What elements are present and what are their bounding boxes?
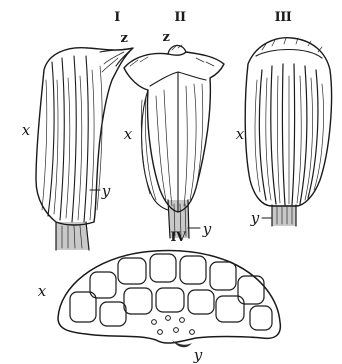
figure-ii: II z x y	[124, 10, 224, 238]
figure-i-label-x: x	[22, 121, 31, 139]
cell	[156, 288, 184, 312]
figure-iv: IV x	[38, 230, 281, 364]
cell	[124, 288, 152, 314]
figure-i-label-z: z	[121, 31, 128, 46]
figure-ii-drawing	[124, 45, 224, 238]
cell	[238, 276, 264, 304]
cell	[118, 258, 146, 284]
figure-iii-label-y: y	[250, 209, 260, 227]
figure-iii: III x y	[236, 10, 332, 227]
figure-ii-label-y: y	[202, 220, 212, 238]
cell	[250, 306, 272, 330]
figure-i-drawing	[36, 48, 133, 250]
cell	[188, 290, 214, 314]
figure-ii-numeral: II	[174, 10, 186, 25]
figure-iv-numeral: IV	[170, 230, 187, 245]
cell	[180, 256, 206, 284]
figure-iii-label-x: x	[236, 125, 245, 143]
figure-iii-drawing	[245, 38, 331, 226]
figure-i-numeral: I	[114, 10, 120, 25]
figure-iv-label-y: y	[193, 346, 203, 364]
figure-ii-label-x: x	[124, 125, 133, 143]
cell	[100, 302, 126, 326]
cell	[210, 262, 236, 290]
figure-iv-drawing	[58, 250, 280, 347]
figure-i-label-y: y	[101, 182, 111, 200]
figure-iii-numeral: III	[275, 10, 292, 25]
cell	[150, 254, 176, 282]
figure-ii-label-z: z	[163, 30, 170, 45]
figure-i: I z x y	[22, 10, 133, 250]
cell	[216, 296, 244, 322]
figure-iv-label-x: x	[38, 282, 47, 300]
